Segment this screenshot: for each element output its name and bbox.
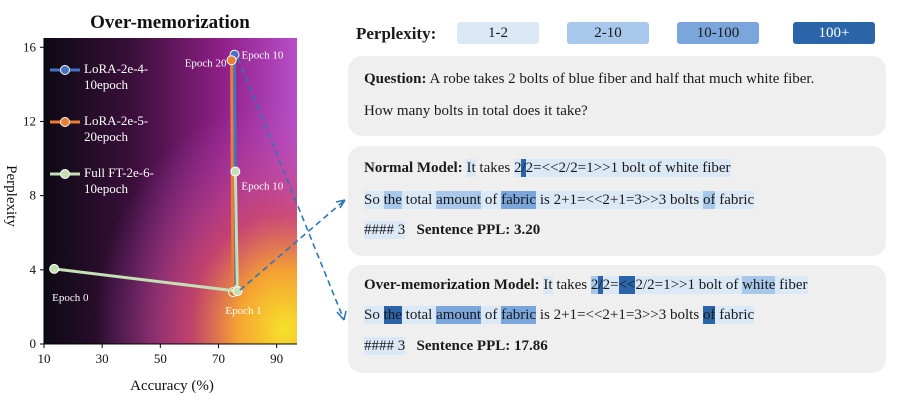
token: total	[401, 306, 437, 324]
x-axis-label: Accuracy (%)	[130, 378, 214, 394]
legend-label: LoRA-2e-4-10epoch	[84, 61, 149, 92]
legend-label: Full FT-2e-6-10epoch	[84, 165, 154, 196]
annotation-1: Epoch 10	[241, 50, 283, 62]
over-line-3: #### 3 Sentence PPL: 17.86	[364, 337, 548, 355]
chart-title: Over-memorization	[90, 12, 250, 33]
arrow-to-normal	[239, 199, 346, 291]
over-memorization-card: Over-memorization Model: It takes 2/2=<<…	[348, 265, 886, 373]
legend-marker-2	[60, 169, 70, 179]
x-tick-label: 30	[96, 351, 109, 366]
perplexity-level-100-plus: 100+	[793, 22, 875, 44]
y-axis-label: Perplexity	[3, 165, 19, 227]
over-label: Over-memorization Model:	[364, 277, 540, 293]
over-ppl: Sentence PPL: 17.86	[416, 338, 548, 354]
legend-marker-1	[60, 117, 70, 127]
token: of	[481, 306, 502, 324]
token: /	[521, 159, 526, 177]
token: total	[401, 191, 437, 209]
token: 2/2=1>>1 bolt of	[635, 276, 743, 294]
x-tick-label: 50	[154, 351, 167, 366]
over-line-2: So the total amount of fabric is 2+1=<<2…	[364, 306, 755, 324]
x-tick-label: 10	[38, 351, 51, 366]
normal-ppl: Sentence PPL: 3.20	[416, 222, 541, 238]
token: 2	[590, 276, 599, 294]
normal-prefix: #### 3	[364, 221, 406, 239]
plot-glow	[44, 38, 297, 344]
legend-label: LoRA-2e-5-20epoch	[84, 113, 149, 144]
over-memorization-chart: Over-memorization 10 30 50 70 90 0 4 8 12 16 Epoc…	[3, 12, 297, 394]
annotation-4: Epoch 1	[225, 305, 261, 317]
y-tick-label: 12	[23, 113, 36, 128]
token: the	[383, 306, 402, 324]
token: amount	[436, 191, 482, 209]
series-1-point-0	[226, 55, 237, 66]
token: the	[383, 191, 402, 209]
normal-model-card: Normal Model: It takes 2/2=<<2/2=1>>1 bo…	[348, 146, 886, 256]
token: takes	[475, 160, 514, 176]
token: of	[702, 191, 716, 209]
x-tick-label: 70	[212, 351, 225, 366]
perplexity-legend-title: Perplexity:	[356, 24, 437, 43]
token: It	[466, 159, 476, 177]
token: fiber	[775, 276, 808, 294]
token: So	[364, 306, 384, 324]
series-2-point-1	[232, 286, 243, 297]
over-line-1: Over-memorization Model: It takes 2/2=<<…	[364, 276, 808, 294]
token: 2=<<2/2=1>>1 bolt of white fiber	[525, 159, 731, 177]
arrow-to-over	[237, 57, 345, 321]
token: So	[364, 191, 384, 209]
token: fabric	[501, 306, 537, 324]
token: 2	[513, 159, 522, 177]
legend-item-lora-2e-4: LoRA-2e-4-10epoch	[84, 61, 154, 93]
perplexity-level-10-100: 10-100	[677, 22, 759, 44]
perplexity-level-2-10: 2-10	[567, 22, 649, 44]
question-text-2: How many bolts in total does it take?	[364, 103, 588, 119]
token: 2+1=<<2+1=3>>3 bolts	[553, 191, 703, 209]
y-tick-label: 0	[30, 336, 37, 351]
y-tick-label: 4	[30, 262, 37, 277]
token: is 2+1=<<2+1=3>>3 bolts	[536, 307, 703, 323]
token: <<	[618, 276, 636, 294]
token: /	[598, 276, 603, 294]
token: 2=	[602, 276, 619, 294]
question-label: Question:	[364, 71, 427, 87]
question-text-1: A robe takes 2 bolts of blue fiber and h…	[429, 71, 815, 87]
perplexity-level-1-2: 1-2	[457, 22, 539, 44]
token: is	[536, 191, 554, 209]
token: amount	[436, 306, 482, 324]
legend-item-lora-2e-5: LoRA-2e-5-20epoch	[84, 113, 154, 145]
series-line-1	[230, 60, 235, 293]
token: of	[702, 306, 716, 324]
y-tick-label: 8	[30, 188, 37, 203]
token: It	[543, 276, 553, 294]
normal-line-2: So the total amount of fabric is 2+1=<<2…	[364, 191, 755, 209]
normal-label: Normal Model:	[364, 160, 463, 176]
token: takes	[552, 277, 591, 293]
arrow-to-normal-head	[335, 199, 346, 209]
question-card: Question: A robe takes 2 bolts of blue f…	[348, 56, 886, 136]
normal-line-3: #### 3 Sentence PPL: 3.20	[364, 221, 541, 239]
token: fabric	[715, 306, 755, 324]
y-tick-label: 16	[23, 39, 37, 54]
token: fabric	[715, 191, 755, 209]
annotation-3: Epoch 0	[52, 292, 89, 304]
question-line-1: Question: A robe takes 2 bolts of blue f…	[364, 71, 814, 88]
arrow-to-over-head	[336, 310, 347, 321]
series-2-point-0	[49, 263, 60, 274]
x-tick-label: 90	[270, 351, 283, 366]
normal-line-1: Normal Model: It takes 2/2=<<2/2=1>>1 bo…	[364, 159, 731, 177]
legend-marker-0	[60, 65, 70, 75]
token: fabric	[501, 191, 537, 209]
annotation-0: Epoch 20	[185, 57, 227, 69]
series-2-point-2	[230, 166, 241, 177]
token: of	[481, 191, 502, 209]
annotation-2: Epoch 10	[241, 181, 283, 193]
over-prefix: #### 3	[364, 337, 406, 355]
legend-item-full-ft: Full FT-2e-6-10epoch	[84, 165, 156, 197]
token: white	[742, 276, 776, 294]
